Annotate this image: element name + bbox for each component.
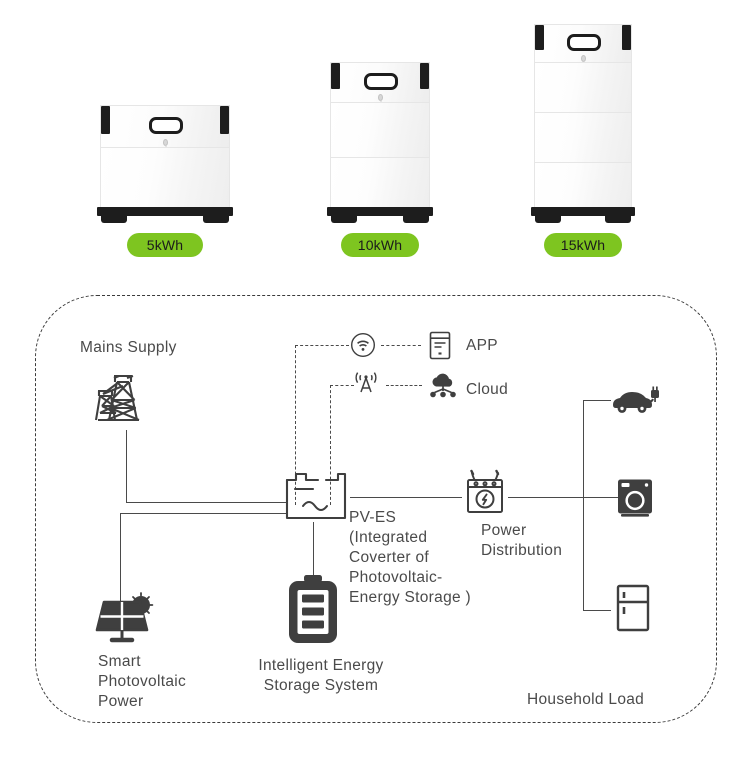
- household-bus-line: [583, 400, 585, 611]
- mobile-device-icon: [429, 331, 451, 360]
- solar-to-inverter-line: [120, 513, 286, 515]
- battery-top-module: [330, 62, 430, 102]
- solar-panel-icon: [95, 592, 157, 647]
- base-foot-right: [605, 216, 631, 223]
- shoulder-cap-left: [101, 106, 110, 134]
- cloud-dashed-right: [386, 385, 422, 386]
- shoulder-cap-left: [331, 63, 340, 89]
- app-dashed-left: [295, 345, 349, 346]
- household-load-label: Household Load: [527, 691, 645, 708]
- capacity-badge-10kwh: 10kWh: [341, 233, 419, 257]
- distribution-box-icon: [462, 468, 508, 518]
- wifi-icon: [350, 332, 376, 358]
- bus-to-fridge-line: [583, 610, 611, 612]
- base-foot-left: [331, 216, 357, 223]
- indicator-led-icon: [378, 94, 383, 101]
- cloud-label: Cloud: [466, 381, 508, 398]
- inverter-to-storage-line: [313, 522, 315, 575]
- battery-top-module: [534, 24, 632, 62]
- inverter-label: PV-ES (Integrated Coverter of Photovolta…: [349, 509, 471, 606]
- handle-icon: [567, 34, 601, 51]
- battery-base: [97, 207, 233, 223]
- battery-module: [100, 147, 230, 207]
- cloud-network-icon: [428, 372, 458, 400]
- inverter-icon: [285, 472, 347, 522]
- base-foot-left: [535, 216, 561, 223]
- capacity-badge-5kwh: 5kWh: [127, 233, 203, 257]
- solar-label: Smart Photovoltaic Power: [98, 653, 187, 710]
- app-dashed-vertical: [295, 345, 296, 505]
- battery-base: [327, 207, 433, 223]
- app-dashed-right: [381, 345, 421, 346]
- distribution-to-bus-line: [508, 497, 638, 499]
- electric-car-icon: [610, 384, 662, 416]
- battery-module: [534, 62, 632, 112]
- refrigerator-icon: [616, 584, 650, 632]
- shoulder-cap-right: [220, 106, 229, 134]
- cloud-dashed-left: [330, 385, 354, 386]
- inverter-to-distribution-line: [350, 497, 462, 499]
- shoulder-cap-right: [420, 63, 429, 89]
- transmission-tower-icon: [93, 372, 165, 422]
- battery-icon: [286, 574, 340, 646]
- product-10kwh: [327, 62, 433, 223]
- storage-label: Intelligent Energy Storage System: [258, 657, 384, 694]
- handle-icon: [364, 73, 398, 90]
- solar-vertical-line: [120, 513, 122, 605]
- mains-to-inverter-line: [126, 502, 286, 504]
- base-foot-right: [203, 216, 229, 223]
- mains-vertical-line: [126, 430, 128, 503]
- handle-icon: [149, 117, 183, 134]
- bus-to-washer-line: [583, 497, 611, 499]
- mains-supply-label: Mains Supply: [80, 339, 177, 356]
- shoulder-cap-right: [622, 25, 631, 50]
- battery-base: [531, 207, 635, 223]
- bus-to-ev-line: [583, 400, 611, 402]
- battery-module: [534, 162, 632, 207]
- antenna-signal-icon: [352, 370, 380, 398]
- cloud-dashed-vertical: [330, 385, 331, 505]
- battery-module: [330, 102, 430, 157]
- power-distribution-label: Power Distribution: [481, 522, 563, 559]
- indicator-led-icon: [581, 55, 586, 62]
- product-15kwh: [531, 24, 635, 223]
- battery-module: [330, 157, 430, 207]
- capacity-badge-15kwh: 15kWh: [544, 233, 622, 257]
- base-foot-left: [101, 216, 127, 223]
- app-label: APP: [466, 337, 498, 354]
- indicator-led-icon: [163, 139, 168, 146]
- system-diagram-frame: [35, 295, 717, 723]
- washing-machine-icon: [616, 478, 654, 518]
- battery-module: [534, 112, 632, 162]
- battery-top-module: [100, 105, 230, 147]
- product-5kwh: [97, 105, 233, 223]
- base-foot-right: [403, 216, 429, 223]
- shoulder-cap-left: [535, 25, 544, 50]
